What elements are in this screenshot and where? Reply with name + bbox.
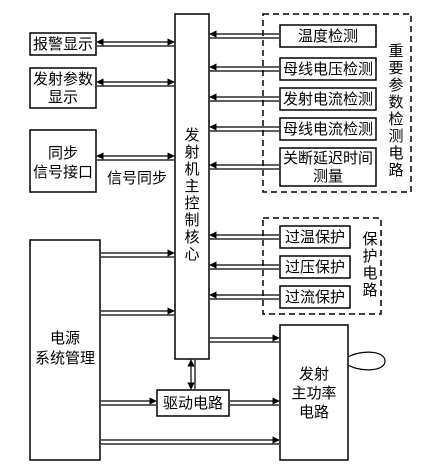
- main-power-amp-label-1: 发射: [299, 365, 329, 383]
- main-control-core-box: [174, 13, 210, 360]
- turnoff-delay-measure-box: [279, 147, 377, 187]
- over-voltage-protect-box: [279, 255, 351, 279]
- protection-group-frame: [262, 217, 382, 315]
- alarm-display-box: [29, 32, 97, 56]
- antenna-loop-icon: [347, 351, 386, 371]
- main-power-amp-label-3: 电路: [299, 403, 329, 421]
- temperature-detect-label: 温度检测: [298, 27, 358, 45]
- sync-interface-label-2: 信号接口: [33, 163, 93, 181]
- over-current-protect-label: 过流保护: [285, 288, 345, 306]
- protection-group-label: 保护电路: [362, 230, 377, 299]
- detection-group-label: 重要参数检测电路: [388, 42, 403, 179]
- drive-circuit-box: [156, 389, 230, 417]
- drive-circuit-label: 驱动电路: [163, 394, 223, 412]
- power-management-label-2: 系统管理: [35, 349, 95, 367]
- bus-voltage-detect-label: 母线电压检测: [283, 60, 373, 78]
- over-current-protect-box: [279, 285, 351, 309]
- temperature-detect-box: [279, 24, 377, 48]
- sync-interface-box: [29, 129, 97, 193]
- bus-current-detect-box: [279, 117, 377, 141]
- turnoff-delay-measure-label-1: 关断延迟时间: [283, 149, 373, 167]
- main-power-amp-label-2: 主功率: [291, 384, 336, 402]
- tx-current-detect-box: [279, 87, 377, 111]
- over-voltage-protect-label: 过压保护: [285, 258, 345, 276]
- sync-interface-label-1: 同步: [48, 144, 78, 162]
- main-power-amp-box: [279, 324, 349, 461]
- over-temp-protect-box: [279, 225, 351, 249]
- bus-current-detect-label: 母线电流检测: [283, 120, 373, 138]
- turnoff-delay-measure-label-2: 测量: [313, 167, 343, 185]
- power-management-label-1: 电源: [50, 329, 80, 347]
- alarm-display-label: 报警显示: [33, 35, 93, 53]
- over-temp-protect-label: 过温保护: [285, 228, 345, 246]
- tx-param-display-box: [29, 67, 97, 109]
- tx-current-detect-label: 发射电流检测: [283, 90, 373, 108]
- tx-param-display-label-1: 发射参数: [33, 70, 93, 88]
- bus-voltage-detect-box: [279, 57, 377, 81]
- power-management-box: [29, 239, 101, 461]
- tx-param-display-label-2: 显示: [48, 88, 78, 106]
- sync-signal-label: 信号同步: [107, 169, 167, 187]
- main-control-core-label: 发射机主控制核心: [184, 126, 199, 263]
- detection-group-frame: [262, 13, 412, 193]
